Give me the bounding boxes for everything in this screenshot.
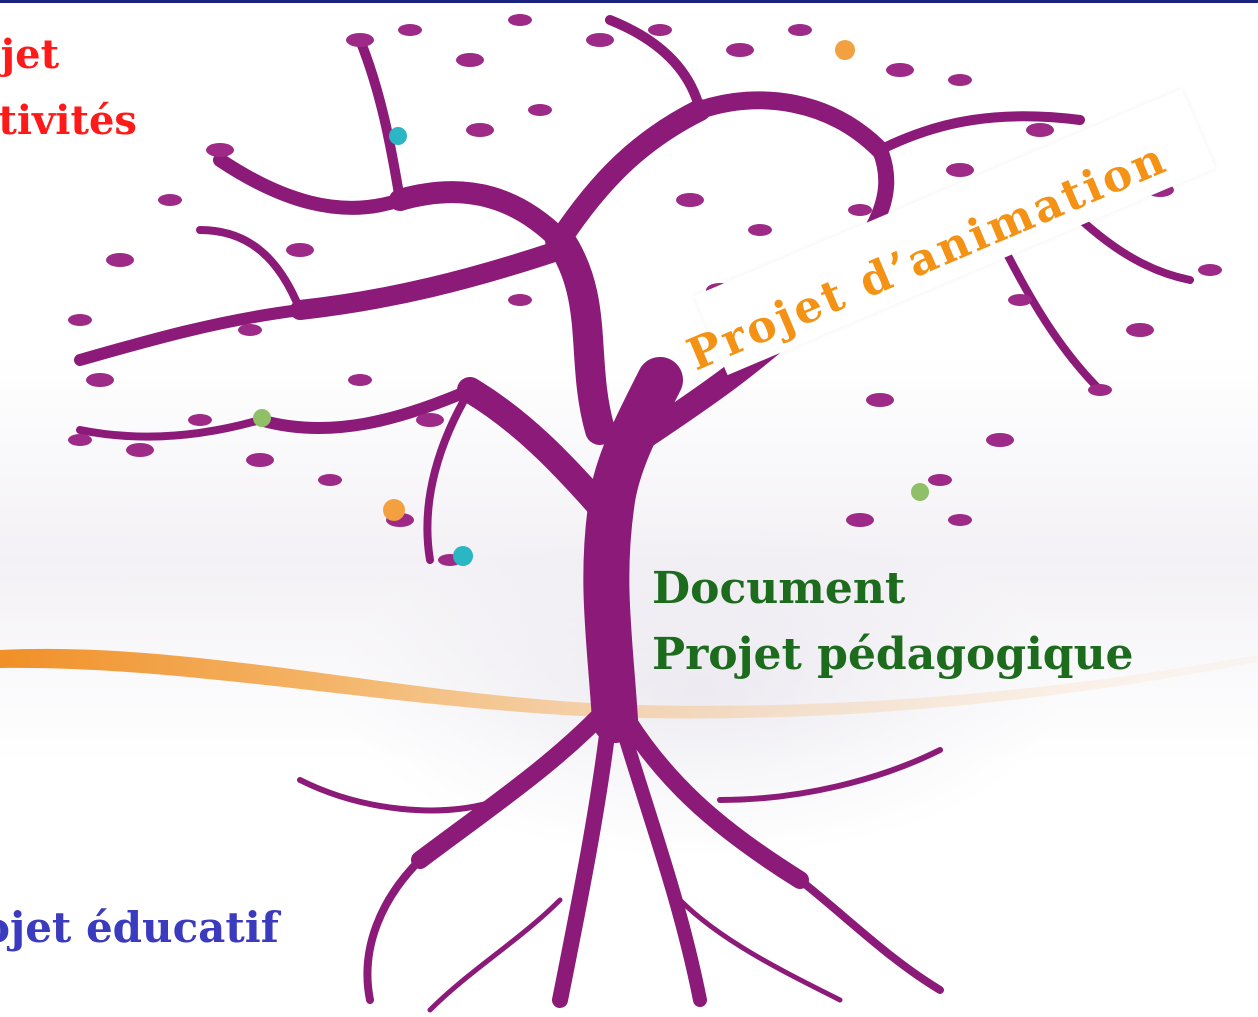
top-rule [0,0,1258,3]
label-projet-educatif: ojet éducatif [0,903,279,952]
label-projet-activites: ojet ctivités [0,22,137,154]
label-document-projet-pedagogique: Document Projet pédagogique [652,556,1134,688]
swoosh-decoration [0,648,1258,719]
label-activites-line1: ojet [0,31,60,78]
label-activites-line2: ctivités [0,97,137,144]
label-document-line2: Projet pédagogique [652,629,1134,680]
label-document-line1: Document [652,563,906,614]
